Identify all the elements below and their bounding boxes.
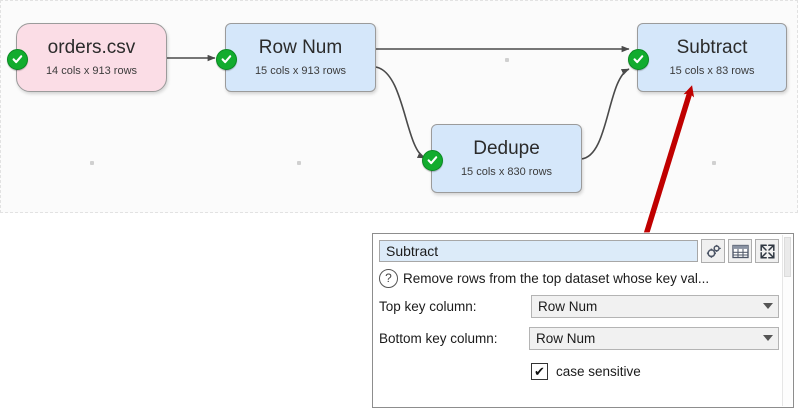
panel-description-row: ? Remove rows from the top dataset whose…	[379, 268, 779, 288]
grid-dot	[297, 161, 301, 165]
panel-scrollbar-thumb[interactable]	[784, 237, 791, 277]
panel-description-text: Remove rows from the top dataset whose k…	[403, 270, 710, 286]
help-icon[interactable]: ?	[379, 268, 398, 288]
top-key-column-row: Top key column: Row Num	[379, 294, 779, 318]
status-ok-icon	[216, 48, 237, 70]
node-title: Row Num	[258, 37, 343, 58]
expand-icon[interactable]	[755, 239, 779, 263]
bottom-key-column-select[interactable]: Row Num	[529, 326, 779, 350]
gears-icon[interactable]	[701, 239, 725, 263]
chevron-down-icon	[763, 303, 773, 309]
panel-header-row: Subtract	[379, 239, 779, 263]
node-title: Subtract	[676, 37, 748, 58]
status-ok-icon	[7, 48, 28, 70]
case-sensitive-row: ✔ case sensitive	[379, 360, 779, 382]
flow-canvas[interactable]: orders.csv 14 cols x 913 rows Row Num 15…	[0, 0, 798, 213]
node-subtitle: 15 cols x 830 rows	[460, 166, 553, 178]
grid-dot	[712, 161, 716, 165]
connection-wires	[167, 45, 630, 160]
grid-dot	[505, 58, 509, 62]
top-key-column-select[interactable]: Row Num	[531, 294, 779, 318]
node-title: orders.csv	[47, 37, 136, 58]
panel-scrollbar[interactable]	[782, 235, 792, 406]
status-ok-icon	[422, 149, 443, 171]
node-subtitle: 15 cols x 913 rows	[254, 65, 347, 77]
status-ok-icon	[628, 48, 649, 70]
bottom-key-column-value: Row Num	[536, 330, 596, 346]
node-row-num[interactable]: Row Num 15 cols x 913 rows	[216, 23, 376, 92]
node-subtitle: 14 cols x 913 rows	[45, 65, 138, 77]
top-key-column-label: Top key column:	[379, 298, 477, 314]
grid-dot	[90, 161, 94, 165]
top-key-column-value: Row Num	[538, 298, 598, 314]
table-icon[interactable]	[728, 239, 752, 263]
node-name-input[interactable]: Subtract	[379, 240, 698, 262]
case-sensitive-label: case sensitive	[556, 363, 641, 379]
node-title: Dedupe	[473, 138, 540, 159]
properties-panel[interactable]: Subtract	[372, 233, 794, 408]
chevron-down-icon	[763, 335, 773, 341]
bottom-key-column-label: Bottom key column:	[379, 330, 498, 346]
node-orders-csv[interactable]: orders.csv 14 cols x 913 rows	[7, 23, 167, 92]
case-sensitive-checkbox[interactable]: ✔	[531, 362, 548, 380]
bottom-key-column-row: Bottom key column: Row Num	[379, 326, 779, 350]
checkmark-icon: ✔	[534, 363, 545, 379]
node-dedupe[interactable]: Dedupe 15 cols x 830 rows	[422, 124, 582, 193]
node-subtitle: 15 cols x 83 rows	[669, 65, 755, 77]
node-subtract[interactable]: Subtract 15 cols x 83 rows	[628, 23, 787, 92]
